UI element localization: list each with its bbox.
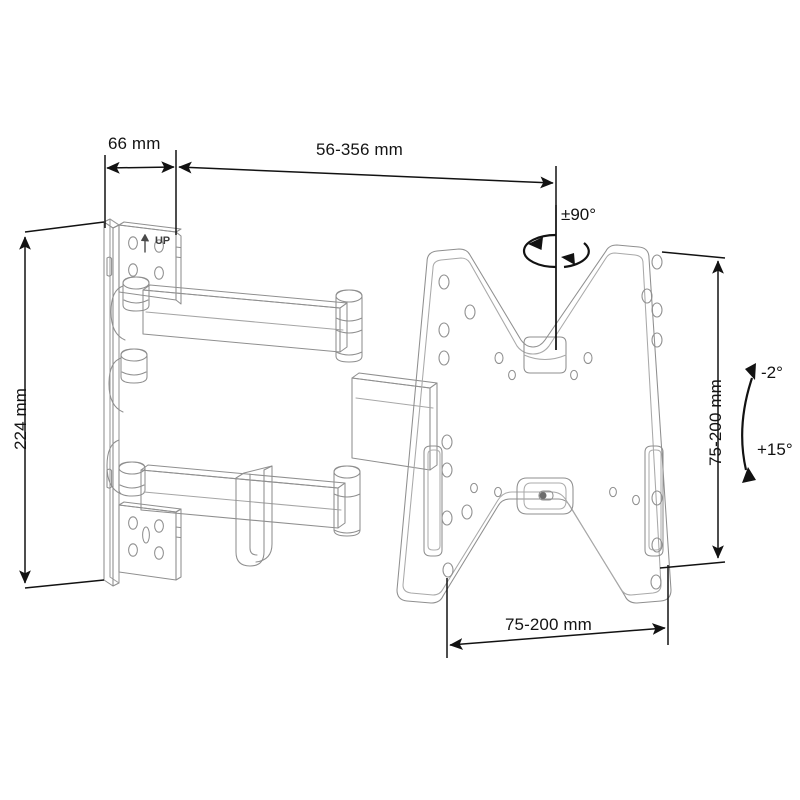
angle-label-swivel: ±90° <box>561 205 597 224</box>
orientation-up-marking: UP <box>155 235 170 247</box>
wall-plate <box>103 218 182 587</box>
tilt-angle-indicator <box>741 363 756 483</box>
dim-56-356mm <box>178 161 557 350</box>
dim-224mm <box>19 221 105 589</box>
dim-label-vesa-height: 75-200 mm <box>706 379 725 466</box>
lower-arm <box>118 461 361 567</box>
dim-label-wall-plate-depth: 66 mm <box>108 134 161 153</box>
dim-label-vesa-width: 75-200 mm <box>505 615 592 634</box>
part-geometry <box>103 218 672 604</box>
dim-66mm <box>104 150 177 235</box>
upper-arm <box>106 276 363 495</box>
swivel-axis-indicator <box>522 205 590 350</box>
angle-label-tilt-down: +15° <box>757 440 793 459</box>
angle-label-tilt-up: -2° <box>761 363 783 382</box>
dimension-annotations <box>19 150 756 658</box>
dim-label-extension-range: 56-356 mm <box>316 140 403 159</box>
dim-75-200mm-vertical <box>659 251 726 569</box>
vesa-plate <box>396 244 672 604</box>
dim-label-wall-plate-height: 224 mm <box>11 387 30 450</box>
dim-75-200mm-horizontal <box>446 565 669 658</box>
